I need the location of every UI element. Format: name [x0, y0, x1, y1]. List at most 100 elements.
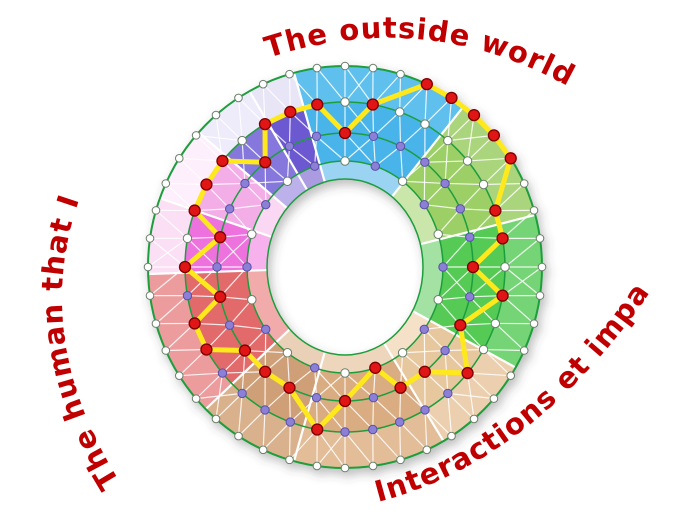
- node: [368, 461, 378, 471]
- mesh-line: [447, 392, 475, 420]
- red-node: [369, 361, 382, 374]
- mesh-line: [442, 266, 471, 298]
- node: [370, 161, 380, 171]
- red-node: [487, 129, 501, 142]
- red-node: [216, 154, 229, 168]
- node: [469, 414, 479, 424]
- node: [224, 204, 235, 214]
- node: [519, 179, 529, 188]
- mesh-line: [402, 349, 446, 354]
- red-node: [214, 231, 227, 244]
- sector-tan-light-inner: [384, 311, 430, 359]
- node: [340, 61, 350, 71]
- red-node: [338, 126, 352, 140]
- mesh-line: [264, 162, 267, 205]
- ring-line: [266, 178, 424, 356]
- node: [340, 368, 350, 378]
- mesh-line: [229, 208, 253, 235]
- node: [489, 394, 499, 403]
- node: [258, 79, 268, 89]
- mesh-line: [179, 157, 223, 162]
- node: [212, 262, 222, 272]
- mesh-line: [438, 233, 470, 238]
- red-node: [445, 91, 458, 105]
- mesh-line: [262, 83, 291, 113]
- mesh-line: [165, 183, 196, 212]
- mesh-line: [502, 295, 535, 325]
- wheel-group: [143, 61, 547, 473]
- mesh-line: [288, 422, 291, 460]
- label-human-that-i-am: The human that I am: [0, 0, 126, 496]
- mesh-line: [372, 73, 401, 105]
- mesh-line: [402, 180, 446, 185]
- node: [310, 161, 320, 171]
- node: [211, 414, 221, 424]
- mesh-line: [399, 422, 402, 460]
- mesh-line: [459, 184, 484, 210]
- node: [311, 131, 322, 142]
- mesh-line: [374, 145, 401, 167]
- node: [438, 262, 448, 272]
- node: [490, 318, 501, 329]
- node: [217, 368, 228, 378]
- mesh-line: [438, 296, 470, 301]
- mesh-line: [237, 97, 243, 141]
- red-node: [214, 290, 227, 303]
- mesh-line: [424, 140, 449, 163]
- mesh-line: [289, 73, 318, 105]
- mesh-line: [314, 367, 346, 402]
- node: [340, 427, 350, 437]
- mesh-line: [215, 115, 224, 162]
- mesh-line: [195, 372, 223, 400]
- mesh-line: [219, 266, 248, 298]
- red-node: [504, 152, 517, 165]
- red-node: [366, 98, 379, 111]
- sector-pink-light-inner: [252, 196, 288, 237]
- mesh-line: [178, 157, 207, 185]
- node: [242, 262, 252, 272]
- sector-purple-inner: [272, 174, 308, 209]
- node: [368, 424, 378, 435]
- mesh-line: [424, 204, 461, 210]
- red-node: [394, 381, 407, 394]
- mesh-line: [504, 237, 541, 268]
- node: [161, 179, 171, 188]
- mesh-line: [344, 132, 376, 167]
- node: [174, 371, 184, 380]
- mesh-line: [424, 409, 452, 437]
- node: [535, 291, 545, 300]
- mesh-line: [344, 431, 374, 467]
- sector-red-inner: [247, 270, 290, 342]
- red-node: [178, 260, 192, 274]
- red-node: [338, 394, 352, 408]
- node: [455, 204, 466, 214]
- node: [419, 324, 429, 335]
- node: [285, 69, 294, 79]
- mesh-line: [229, 324, 266, 330]
- node: [368, 131, 379, 142]
- node: [211, 110, 221, 120]
- mesh-line: [216, 233, 253, 268]
- mesh-line: [316, 431, 346, 467]
- node: [420, 119, 430, 129]
- node: [396, 455, 405, 465]
- node: [174, 154, 184, 163]
- mesh-line: [286, 146, 291, 182]
- node: [143, 262, 153, 272]
- node: [506, 371, 516, 380]
- node: [282, 348, 293, 358]
- node: [151, 206, 161, 215]
- mesh-line: [289, 429, 318, 461]
- sector-red-outer: [148, 272, 232, 410]
- sector-sky: [303, 101, 442, 183]
- mesh-line: [238, 409, 266, 437]
- node: [433, 295, 443, 305]
- mesh-line: [502, 209, 535, 239]
- sector-green-outer: [483, 214, 543, 368]
- node: [419, 199, 429, 210]
- mesh-line: [372, 397, 375, 430]
- mesh-line: [155, 209, 188, 239]
- mesh-line: [466, 372, 475, 419]
- node: [537, 262, 547, 272]
